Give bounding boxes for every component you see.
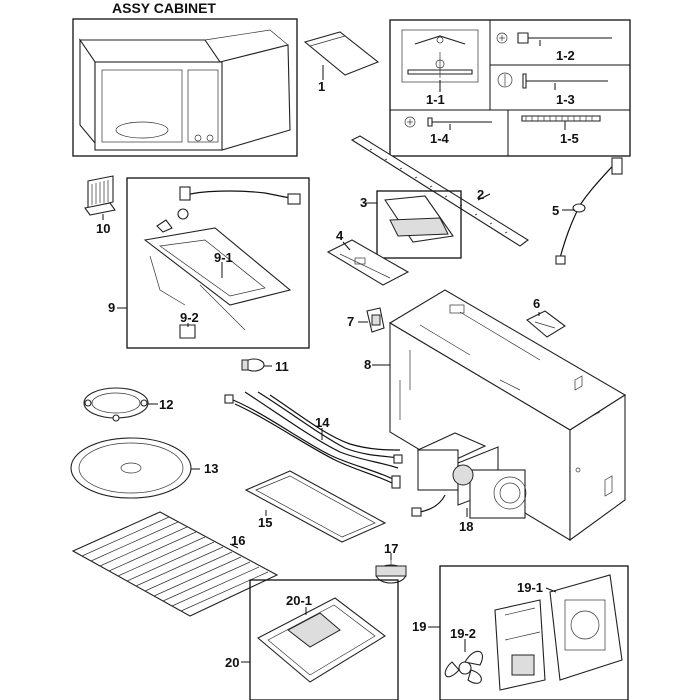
part-13-glass-tray — [70, 437, 192, 499]
part-11-lamp — [241, 358, 265, 372]
label-6: 6 — [533, 296, 540, 311]
label-7: 7 — [347, 314, 354, 329]
part-17-stirrer-motor — [375, 560, 407, 584]
part-19-2-fan-blade — [444, 650, 483, 684]
label-11: 11 — [275, 359, 289, 374]
label-2: 2 — [477, 187, 484, 202]
label-19: 19 — [412, 619, 426, 634]
label-1-2: 1-2 — [556, 48, 575, 63]
label-1-3: 1-3 — [556, 92, 575, 107]
diagram-title: ASSY CABINET — [112, 0, 216, 16]
part-19-assembly — [439, 565, 629, 700]
part-12-roller-ring — [83, 387, 149, 422]
label-9: 9 — [108, 300, 115, 315]
label-17: 17 — [384, 541, 398, 556]
label-14: 14 — [315, 415, 330, 430]
label-20: 20 — [225, 655, 239, 670]
label-19-2: 19-2 — [450, 626, 476, 641]
part-1-illustration — [303, 31, 380, 76]
label-10: 10 — [96, 221, 110, 236]
part-14-wire-harness — [224, 391, 403, 489]
label-4: 4 — [336, 228, 344, 243]
label-1-1: 1-1 — [426, 92, 445, 107]
label-1-5: 1-5 — [560, 131, 579, 146]
hardware-kit-box — [389, 19, 631, 157]
label-9-2: 9-2 — [180, 310, 199, 325]
part-10-vent — [84, 175, 116, 216]
label-1: 1 — [318, 79, 325, 94]
part-7-illustration — [366, 307, 385, 333]
label-13: 13 — [204, 461, 218, 476]
part-18-blower-motor — [411, 432, 527, 519]
label-18: 18 — [459, 519, 473, 534]
part-5-harness — [555, 157, 623, 265]
label-16: 16 — [231, 533, 245, 548]
part-9-assembly — [126, 177, 310, 349]
part-6-illustration — [526, 310, 566, 338]
label-5: 5 — [552, 203, 559, 218]
part-3-illustration — [376, 190, 462, 259]
label-12: 12 — [159, 397, 173, 412]
label-19-1: 19-1 — [517, 580, 543, 595]
part-15-filter-frame — [244, 470, 387, 543]
part-20-assembly — [249, 579, 399, 700]
label-15: 15 — [258, 515, 272, 530]
part-16-grease-filter — [71, 511, 279, 617]
part-4-illustration — [326, 239, 410, 286]
label-9-1: 9-1 — [214, 250, 233, 265]
label-8: 8 — [364, 357, 371, 372]
assy-cabinet-illustration — [72, 18, 298, 157]
label-1-4: 1-4 — [430, 131, 450, 146]
label-20-1: 20-1 — [286, 593, 312, 608]
label-3: 3 — [360, 195, 367, 210]
